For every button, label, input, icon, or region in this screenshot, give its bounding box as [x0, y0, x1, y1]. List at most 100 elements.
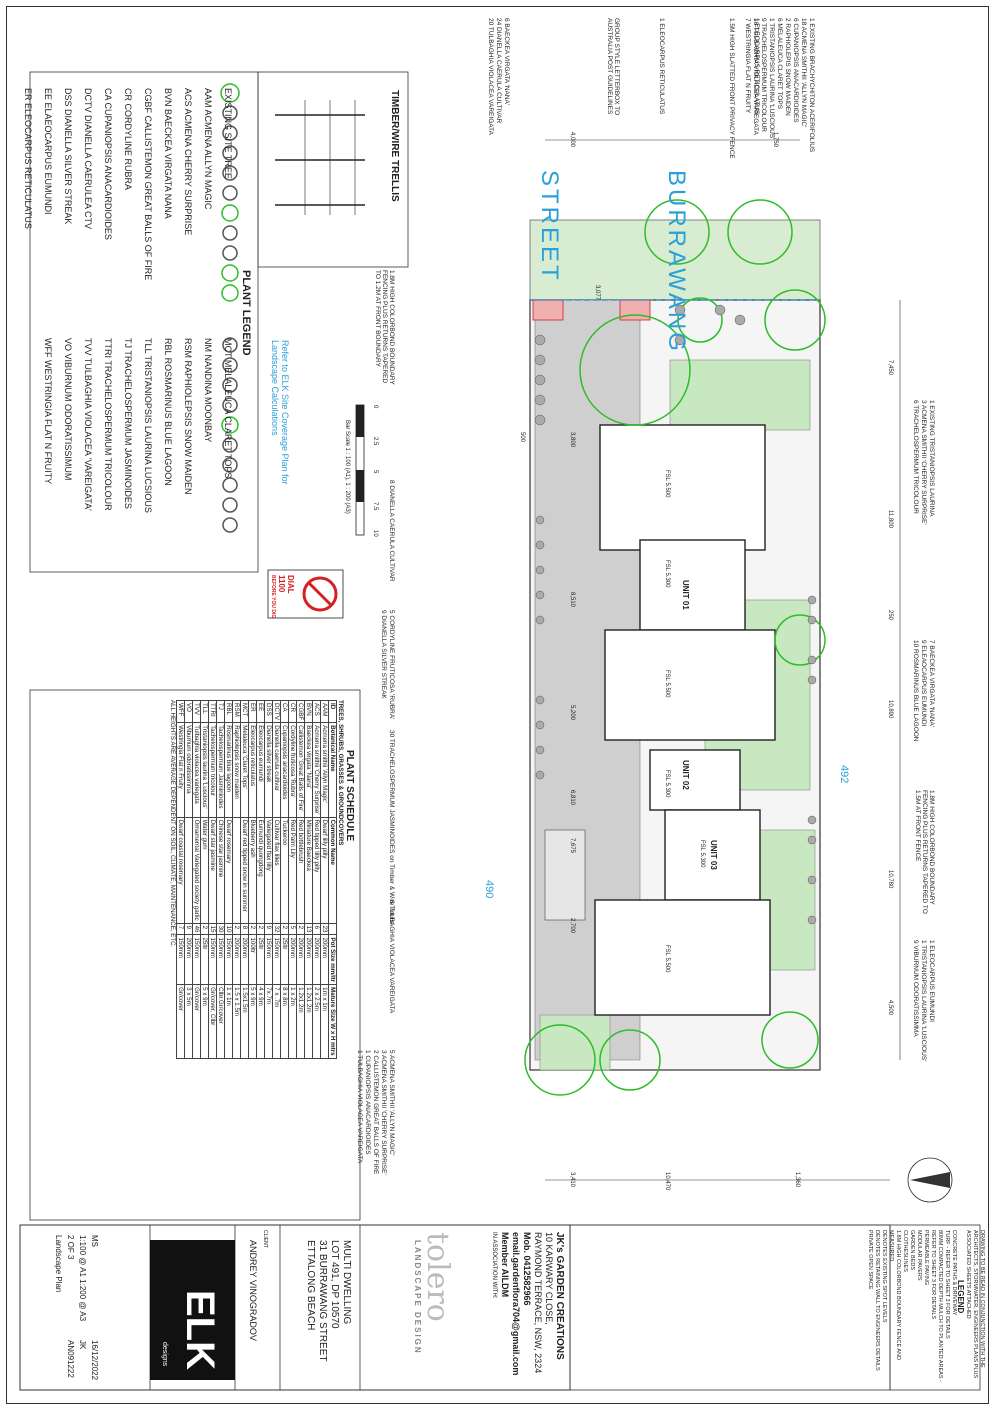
schedule-cell: 23	[320, 923, 329, 935]
legend-item-8: DSS DIANELLA SILVER STREAK	[63, 88, 73, 225]
schedule-cell: 1.5x1.5m	[240, 984, 249, 1059]
note-right-top-item-0: 1 EXISTING TRISTANIOPSIS LAURINA	[928, 400, 935, 517]
designer-assoc: IN ASSOCIATION WITH:	[491, 1232, 497, 1299]
note-top-left-item-6: 9 TRACHELOSPERMUM TRICOLOUR	[760, 18, 767, 132]
lot-490: 490	[483, 880, 495, 899]
bar-scale-tick-4: 10	[372, 530, 378, 537]
schedule-cell: 25ltr	[256, 934, 265, 985]
sheet-plan: Landscape Plan	[54, 1235, 63, 1293]
sheet-job: AN091222	[66, 1340, 75, 1378]
legend-item-7: DCTV DIANELLA CAERULEA CTV	[83, 88, 93, 230]
note-cordyline: 5 CORDYLINE FRUTICOSA 'RUBRA'9 DIANELLA …	[379, 610, 395, 719]
schedule-cell: 150mm	[208, 934, 217, 985]
schedule-cell	[184, 817, 193, 924]
schedule-cell: Chinese star jasmine	[216, 817, 225, 924]
schedule-cell: 150mm	[192, 934, 201, 985]
dim-500: 500	[519, 432, 525, 443]
plant-schedule-box	[29, 689, 361, 1221]
trellis-title: TIMBER/WIRE TRELLIS	[389, 90, 400, 202]
dim-10470: 10,470	[664, 1172, 670, 1191]
schedule-cell: 1.2x1.2m	[296, 984, 305, 1059]
dim-4000: 4,000	[569, 132, 575, 148]
fsl-4: FSL 5.300	[664, 770, 670, 798]
schedule-cell: Melaleuca 'Claret Tops'	[240, 722, 249, 818]
plant-schedule: PLANT SCHEDULE TREES, SHRUBS, GRASSES & …	[169, 700, 355, 1059]
schedule-cell: TLL	[200, 700, 209, 723]
project-block: MULTI DWELLING LOT 491, DP 10570 31 BURR…	[304, 1240, 352, 1362]
note-bottom-left-item-1: 3 ACMENA SMITHII 'CHERRY SURPRISE'	[380, 1050, 387, 1175]
sheet-checked: JK	[78, 1340, 87, 1350]
schedule-cell: 1.2x1.2m	[304, 984, 313, 1059]
dial-line3: BEFORE YOU DIG	[270, 575, 276, 619]
unit-label-1: UNIT 01	[681, 580, 690, 610]
sheet-info: MS 1:100 @ A1 1:200 @ A3 2 OF 3 Landscap…	[52, 1235, 100, 1321]
schedule-cell: 150mm	[272, 934, 281, 985]
schedule-cell: 30	[216, 923, 225, 935]
schedule-cell: 25ltr	[280, 934, 289, 985]
elk-sub: designs	[161, 1342, 168, 1367]
trellis-box	[257, 71, 409, 268]
legend-item-b-1: NM NANDINA MOONBAY	[203, 338, 213, 443]
letterbox-bed	[619, 299, 651, 321]
schedule-cell: 4 x 9m	[256, 984, 265, 1059]
schedule-cell: Clbr.Gr/cover	[216, 984, 225, 1059]
schedule-cell: 1m x 1m	[320, 984, 329, 1059]
schedule-cell: AAM	[320, 700, 329, 723]
tree-canopies	[524, 199, 826, 1096]
building-rear	[594, 899, 771, 1016]
bar-scale-tick-0: 0	[372, 405, 378, 409]
dim-3410: 3,410	[569, 1172, 575, 1188]
legend-item-2: ACS ACMENA CHERRY SURPRISE	[183, 88, 193, 236]
elk-refer-note: Refer to ELK Site Coverage Plan for Land…	[270, 340, 290, 485]
schedule-cell: Dwarf rosemary	[224, 817, 233, 924]
street-name-line2: STREET	[536, 170, 563, 283]
schedule-cell: 150mm	[176, 934, 185, 985]
fsl-2: FSL 5.300	[664, 560, 670, 588]
schedule-header-1: Botanical Name	[328, 722, 337, 818]
sheet-border	[6, 6, 989, 1404]
legend-item-0: EXISTING SITE TREE	[223, 88, 233, 179]
schedule-cell: Red tipped lilly pilly	[312, 817, 321, 924]
project-lot: LOT 491, DP 10570	[329, 1240, 340, 1329]
unit-label-2: UNIT 02	[681, 760, 690, 790]
dim-11800: 11,800	[887, 510, 893, 528]
schedule-cell: DSS	[264, 700, 273, 723]
schedule-cell: Eumundi quongdong	[256, 817, 265, 924]
side-legend-item-3: PERMEABLE PAVING	[923, 1230, 929, 1286]
elk-logo-block	[150, 1240, 235, 1380]
schedule-cell: 2	[296, 923, 305, 935]
fsl-1: FSL 5.500	[664, 470, 670, 498]
dim-250: 250	[887, 610, 893, 621]
schedule-cell: 1 x 2m	[288, 984, 297, 1059]
designer-block: JK's GARDEN CREATIONS 10 KARWARY CLOSE, …	[488, 1232, 565, 1375]
sheet-number: 2 OF 3	[66, 1235, 75, 1260]
note-right-boundary: 1.8M HIGH COLORBOND BOUNDARY FENCING PLU…	[914, 790, 935, 914]
designer-email: email.gardenflora704@gmail.com	[511, 1232, 521, 1376]
elk-logo: ELK	[178, 1290, 222, 1370]
schedule-cell: Baeckea virgata 'Nana'	[304, 722, 313, 818]
note-cordyline-item-1: 9 DIANELLA SILVER STREAK	[380, 610, 387, 699]
schedule-cell: 2	[248, 923, 257, 935]
side-legend-item-7: 1.8M HIGH COLORBOND BOUNDARY FENCE AND M…	[888, 1230, 901, 1360]
schedule-cell: Tachelospermum tricolour	[208, 722, 217, 818]
note-right-top-item-2: 6 TRACHELOSPERMUM TRICOLOUR	[912, 400, 919, 514]
schedule-cell: Dianella caerula cultivar	[272, 722, 281, 818]
building-front	[599, 424, 766, 551]
schedule-cell: TVV	[192, 700, 201, 723]
note-dianella: 8 DIANELLA CAERULA CULTIVAR	[388, 480, 395, 582]
schedule-cell: 2	[232, 923, 241, 935]
schedule-cell: Westringia Flat n Fruity	[176, 722, 185, 818]
